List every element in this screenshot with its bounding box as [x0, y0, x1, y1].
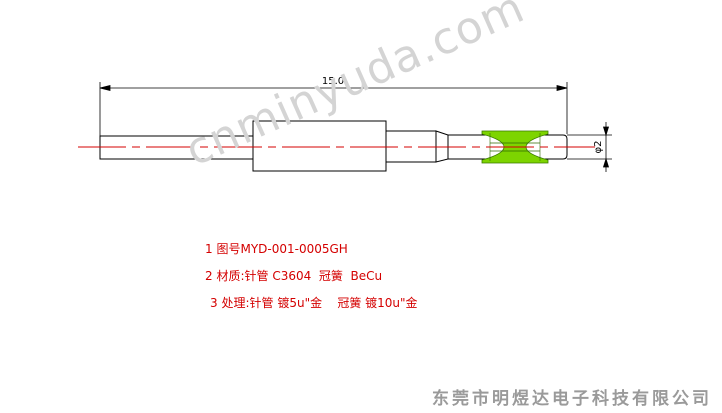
pin-body	[99, 120, 568, 172]
diameter-arrowhead-bottom	[602, 157, 610, 168]
pin-tip-section	[447, 134, 568, 160]
notes-list: 1 图号MYD-001-0005GH 2 材质:针管 C3604 冠簧 BeCu…	[205, 236, 418, 317]
diameter-dimension-label: φ2	[593, 141, 604, 154]
note-2-text: 材质:针管 C3604 冠簧 BeCu	[216, 269, 383, 283]
note-2: 2 材质:针管 C3604 冠簧 BeCu	[205, 263, 418, 290]
length-dimension	[99, 82, 568, 136]
arrowhead-left	[99, 84, 111, 92]
note-2-number: 2	[205, 269, 213, 283]
arrowhead-right	[556, 84, 568, 92]
note-1: 1 图号MYD-001-0005GH	[205, 236, 418, 263]
note-1-number: 1	[205, 242, 213, 256]
note-3: 3 处理:针管 镀5u"金 冠簧 镀10u"金	[210, 290, 418, 317]
diameter-arrowhead-top	[602, 126, 610, 137]
note-3-text: 处理:针管 镀5u"金 冠簧 镀10u"金	[221, 296, 418, 310]
length-dimension-label: 15.0	[322, 76, 344, 87]
company-name: 东莞市明煜达电子科技有限公司	[432, 389, 712, 409]
diameter-dimension	[567, 122, 612, 172]
note-1-text: 图号MYD-001-0005GH	[216, 242, 348, 256]
note-3-number: 3	[210, 296, 218, 310]
